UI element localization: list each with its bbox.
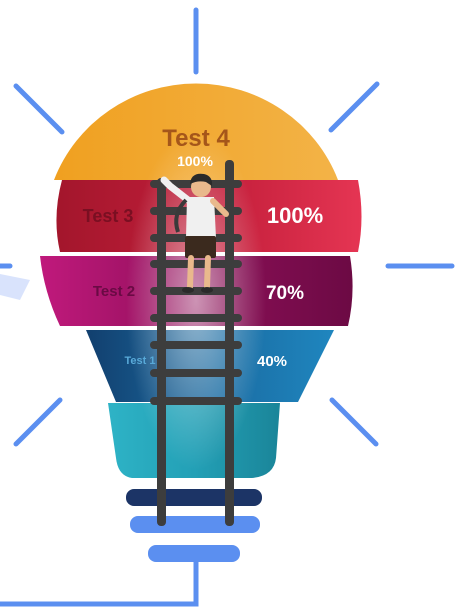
ladder-rung — [150, 369, 242, 377]
person-arm-left — [160, 176, 192, 204]
power-cord — [0, 562, 199, 607]
level-3-value: 100% — [267, 203, 323, 228]
ladder-rung — [150, 341, 242, 349]
base-bar-blue-2 — [148, 545, 240, 562]
person-shoe-right — [201, 287, 213, 293]
ray-top-left — [13, 83, 65, 135]
level-3-label: Test 3 — [83, 206, 134, 226]
person-hair — [190, 173, 213, 186]
ladder-rung — [150, 397, 242, 405]
base-bar-blue-1 — [130, 516, 260, 533]
ladder-rung — [150, 260, 242, 268]
ladder-rail-left — [157, 178, 166, 526]
ladder-rung — [150, 314, 242, 322]
ray-bottom-left — [13, 397, 63, 447]
level-1-label: Test 1 — [125, 355, 156, 367]
level-4-label: Test 4 — [162, 125, 230, 152]
person-backpack-strap — [174, 198, 188, 233]
ray-bottom-right — [329, 397, 379, 447]
person-shoe-left — [182, 287, 194, 293]
ray-left-glow — [0, 274, 30, 300]
segment-values: 100% 100% 70% 40% — [177, 153, 323, 370]
ray-top-right — [328, 81, 380, 133]
person-shirt — [186, 197, 216, 238]
level-1-value: 40% — [257, 353, 287, 370]
level-2-value: 70% — [266, 283, 304, 304]
base-bar-navy — [126, 489, 262, 506]
light-rays — [0, 7, 455, 447]
ladder-rung — [150, 287, 242, 295]
person-climbing-icon — [160, 173, 229, 293]
person-arm-right — [210, 198, 229, 217]
person-leg-left — [187, 255, 194, 290]
level-4-value: 100% — [177, 153, 213, 169]
level-2-label: Test 2 — [93, 283, 135, 300]
person-shorts — [185, 236, 216, 258]
person-leg-right — [204, 255, 211, 290]
segment-labels: Test 4 Test 3 Test 2 Test 1 — [83, 125, 231, 367]
